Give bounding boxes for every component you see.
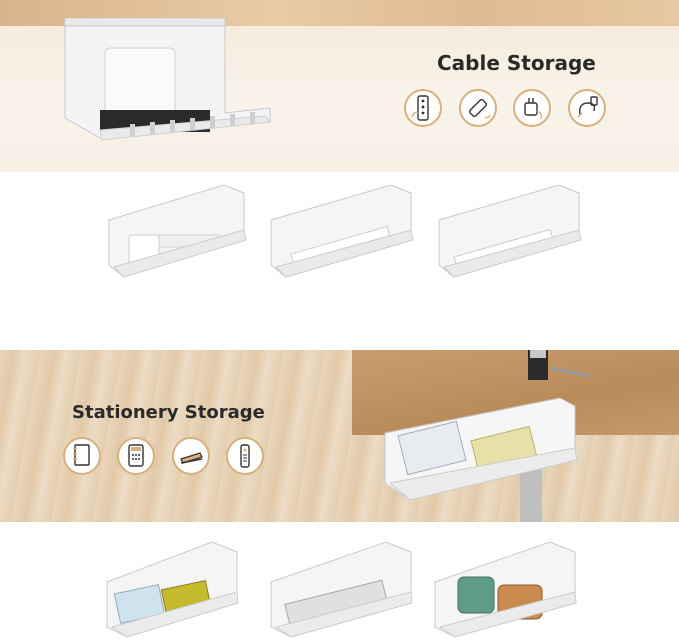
stationery-tray-product-2 <box>270 541 413 638</box>
cable-tray-product-3 <box>438 185 582 278</box>
cable-icon <box>568 89 606 127</box>
extension-cord-icon <box>459 89 497 127</box>
desk-leg-top <box>528 350 591 380</box>
remote-control-icon <box>226 437 264 475</box>
stationery-storage-banner: Stationery Storage <box>0 350 679 522</box>
notebook-icon <box>63 437 101 475</box>
calculator-icon <box>117 437 155 475</box>
adapter-plug-icon <box>513 89 551 127</box>
cable-storage-banner: Cable Storage <box>0 0 679 172</box>
cable-tray-mounted-image <box>64 18 271 141</box>
cable-tray-product-1 <box>108 185 247 278</box>
power-strip-icon <box>404 89 442 127</box>
stationery-tray-mounted-image <box>384 397 578 501</box>
cable-storage-title: Cable Storage <box>437 51 596 75</box>
stapler-icon <box>172 437 210 475</box>
stationery-tray-product-3 <box>434 541 577 638</box>
desk-leg <box>520 460 542 522</box>
stationery-tray-product-1 <box>106 541 239 638</box>
stationery-storage-title: Stationery Storage <box>72 402 265 423</box>
cable-tray-product-2 <box>270 185 414 278</box>
